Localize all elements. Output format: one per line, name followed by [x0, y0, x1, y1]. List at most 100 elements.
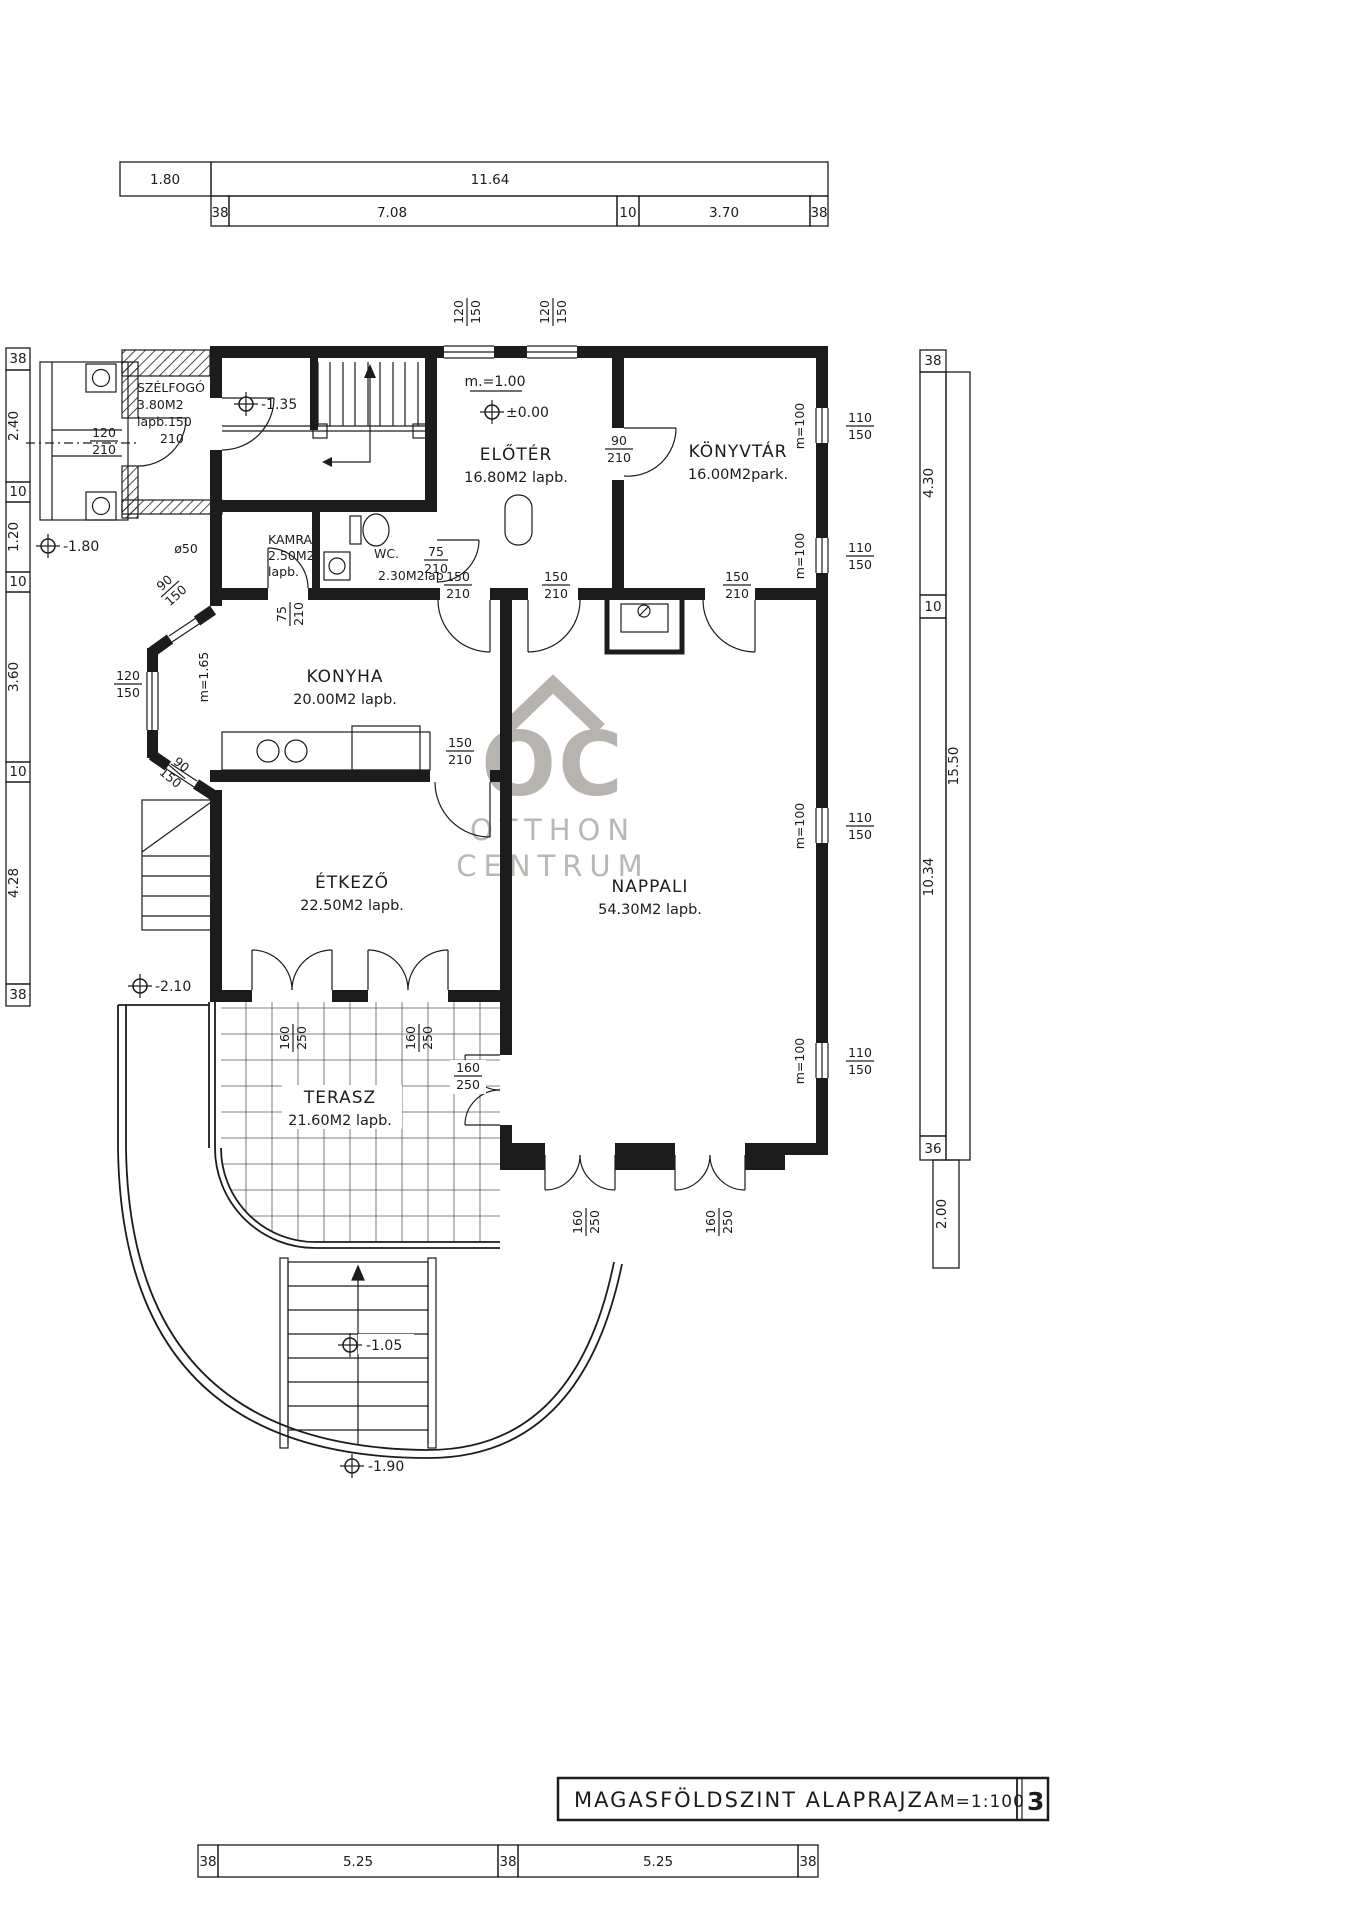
watermark-centrum: CENTRUM: [456, 849, 649, 883]
dim-value: 38: [9, 987, 26, 1003]
svg-text:160: 160: [570, 1210, 585, 1234]
room-label-szelfogo: SZÉLFOGÓ 3.80M2 lapb.150 210: [137, 380, 205, 446]
svg-text:210: 210: [291, 602, 306, 626]
svg-text:210: 210: [544, 586, 568, 601]
sill-height-label: m=100: [792, 1038, 807, 1085]
drawing-scale: M=1:100: [940, 1792, 1025, 1812]
svg-text:210: 210: [448, 752, 472, 767]
svg-text:150: 150: [116, 685, 140, 700]
level-marker-180: -1.80: [36, 534, 99, 558]
dim-value: 38: [924, 353, 941, 369]
dim-value: 5.25: [343, 1854, 373, 1870]
svg-text:210: 210: [160, 431, 184, 446]
watermark-otthon: OTTHON: [470, 813, 636, 847]
dim-value: 11.64: [471, 172, 510, 188]
dim-strip-right: 38 4.30 10 10.34 36 2.00 15.50: [919, 349, 971, 1269]
svg-text:110: 110: [848, 810, 872, 825]
svg-text:120: 120: [451, 300, 466, 324]
svg-text:KAMRA: KAMRA: [268, 532, 312, 547]
room-labels: SZÉLFOGÓ 3.80M2 lapb.150 210 ELŐTÉR 16.8…: [137, 380, 788, 1129]
svg-text:210: 210: [92, 442, 116, 457]
exterior-walls: [210, 346, 828, 1170]
svg-text:210: 210: [446, 586, 470, 601]
svg-text:ÉTKEZŐ: ÉTKEZŐ: [315, 871, 389, 893]
svg-text:250: 250: [720, 1210, 735, 1234]
level-marker-zero: m.=1.00 ±0.00: [465, 374, 549, 424]
svg-text:54.30M2 lapb.: 54.30M2 lapb.: [598, 902, 702, 918]
svg-text:250: 250: [587, 1210, 602, 1234]
doors: [221, 397, 756, 1191]
dim-value: 3.60: [6, 662, 22, 692]
svg-text:150: 150: [448, 735, 472, 750]
dim-value: 38: [810, 205, 827, 221]
drawing-title: MAGASFÖLDSZINT ALAPRAJZA: [574, 1787, 940, 1812]
dim-value: 10.34: [921, 858, 937, 897]
svg-text:150: 150: [725, 569, 749, 584]
svg-text:±0.00: ±0.00: [506, 405, 549, 421]
room-label-konyvtar: KÖNYVTÁR 16.00M2park.: [688, 440, 788, 483]
svg-text:110: 110: [848, 410, 872, 425]
windows: [444, 345, 829, 1078]
svg-text:160: 160: [703, 1210, 718, 1234]
svg-text:75: 75: [274, 606, 289, 622]
svg-text:WC.: WC.: [374, 546, 399, 561]
svg-text:-1.35: -1.35: [261, 397, 297, 413]
svg-text:TERASZ: TERASZ: [303, 1088, 376, 1108]
svg-text:75: 75: [428, 544, 444, 559]
svg-text:SZÉLFOGÓ: SZÉLFOGÓ: [137, 380, 205, 395]
dim-value: 1.20: [6, 522, 22, 552]
svg-text:-1.80: -1.80: [63, 539, 99, 555]
stairs-main: [222, 358, 437, 500]
svg-text:110: 110: [848, 1045, 872, 1060]
dim-value: 36: [924, 1141, 941, 1157]
svg-text:16.80M2 lapb.: 16.80M2 lapb.: [464, 470, 568, 486]
drawing-page-number: 3: [1027, 1787, 1044, 1816]
dim-value: 38: [799, 1854, 816, 1870]
dim-strip-top: 1.80 11.64 38 7.08 10 3.70 38: [119, 161, 829, 227]
svg-text:150: 150: [554, 300, 569, 324]
svg-text:2.50M2: 2.50M2: [268, 548, 315, 563]
level-marker-210: -2.10: [128, 974, 191, 998]
room-label-konyha: KONYHA 20.00M2 lapb.: [293, 667, 397, 708]
svg-text:2.30M2lap: 2.30M2lap: [378, 568, 444, 583]
svg-text:120: 120: [92, 425, 116, 440]
svg-text:-1.05: -1.05: [366, 1338, 402, 1354]
svg-text:150: 150: [848, 557, 872, 572]
svg-text:210: 210: [607, 450, 631, 465]
fixtures: [221, 494, 685, 771]
room-label-nappali: NAPPALI 54.30M2 lapb.: [598, 877, 702, 918]
dim-value: 2.40: [6, 411, 22, 441]
svg-text:21.60M2 lapb.: 21.60M2 lapb.: [288, 1113, 392, 1129]
svg-text:150: 150: [848, 827, 872, 842]
dim-value: 7.08: [377, 205, 407, 221]
watermark-logo: OC OTTHON CENTRUM: [456, 674, 649, 883]
svg-text:-2.10: -2.10: [155, 979, 191, 995]
svg-text:250: 250: [294, 1026, 309, 1050]
dim-strip-left: 38 2.40 10 1.20 10 3.60 10 4.28 38: [5, 347, 31, 1007]
terrace: [117, 1002, 623, 1459]
svg-text:250: 250: [456, 1077, 480, 1092]
dim-value: 10: [9, 764, 26, 780]
level-marker-135: -1.35: [234, 392, 297, 416]
svg-text:250: 250: [420, 1026, 435, 1050]
svg-text:20.00M2 lapb.: 20.00M2 lapb.: [293, 692, 397, 708]
dim-value: 1.80: [150, 172, 180, 188]
sill-height-label: m=100: [792, 533, 807, 580]
sill-height-label: m=1.65: [196, 652, 211, 702]
svg-text:160: 160: [403, 1026, 418, 1050]
svg-text:210: 210: [725, 586, 749, 601]
svg-text:16.00M2park.: 16.00M2park.: [688, 467, 788, 483]
